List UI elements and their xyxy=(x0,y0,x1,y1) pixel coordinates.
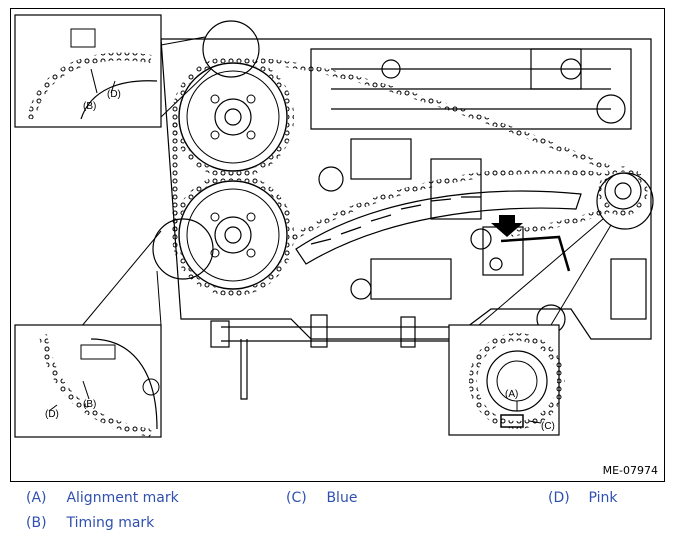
magnifier-circles xyxy=(152,20,654,280)
crank-sprocket xyxy=(598,166,648,216)
figure-code: ME-07974 xyxy=(602,464,658,477)
leader-lines xyxy=(80,36,612,328)
callout-bottom-right-c: (C) xyxy=(541,421,555,432)
legend-key: (A) xyxy=(26,490,47,506)
legend-label: Timing mark xyxy=(66,515,155,531)
timing-chain xyxy=(172,58,613,242)
tensioner-arrow xyxy=(491,215,523,237)
legend-key: (D) xyxy=(548,490,570,506)
inset-bottom-right: (A) (C) xyxy=(448,324,565,436)
legend-item-a: (A) Alignment mark xyxy=(26,490,179,506)
legend-item-d: (D) Pink xyxy=(548,490,617,506)
chain-tensioner xyxy=(482,226,571,276)
lower-cam-sprocket xyxy=(172,174,294,296)
engine-block xyxy=(160,38,652,340)
oil-pipe xyxy=(210,314,451,400)
callout-bottom-right-a: (A) xyxy=(505,389,518,400)
inset-bottom-left: (D) (B) xyxy=(14,324,162,438)
legend-label: Blue xyxy=(326,490,358,506)
diagram-artwork: (B) (D) (D) (B) (A) (C) xyxy=(14,14,654,438)
callout-bottom-left-b: (B) xyxy=(83,399,96,410)
callout-bottom-left-d: (D) xyxy=(45,409,59,420)
callout-top-left-d: (D) xyxy=(107,89,121,100)
legend-label: Alignment mark xyxy=(66,490,179,506)
legend-item-c: (C) Blue xyxy=(286,490,357,506)
legend-item-b: (B) Timing mark xyxy=(26,515,154,531)
chain-guide xyxy=(295,190,582,265)
inset-top-left: (B) (D) xyxy=(14,14,162,128)
legend-label: Pink xyxy=(588,490,618,506)
legend-key: (C) xyxy=(286,490,307,506)
upper-cam-sprocket xyxy=(172,56,294,178)
timing-chain-diagram: (B) (D) (D) (B) (A) (C) ME-079 xyxy=(10,8,665,482)
callout-top-left-b: (B) xyxy=(83,101,96,112)
legend-key: (B) xyxy=(26,515,47,531)
